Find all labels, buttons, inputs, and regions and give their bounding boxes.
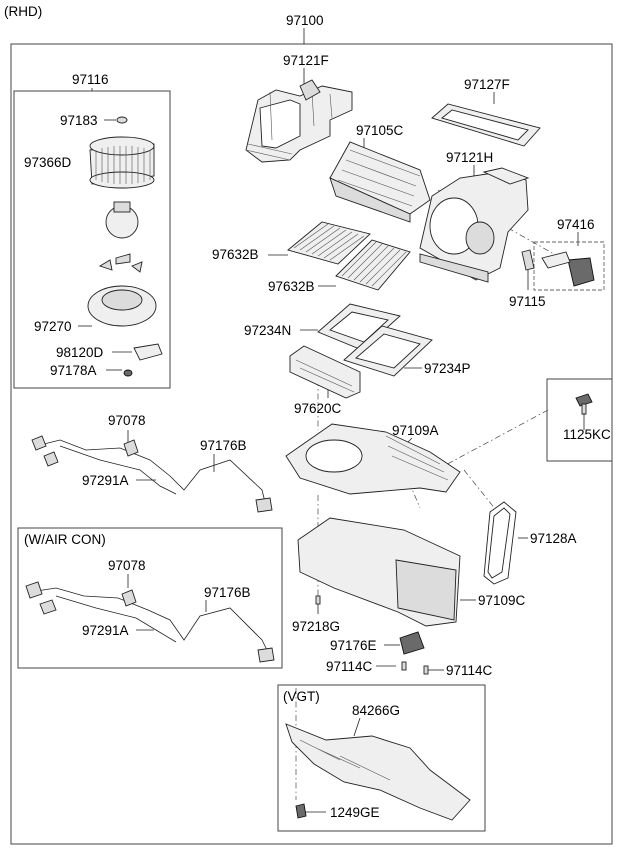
bolt-1125KC xyxy=(575,393,593,415)
part-label-97115: 97115 xyxy=(509,294,546,309)
part-label-97620C: 97620C xyxy=(294,401,342,416)
seal-97127F xyxy=(431,103,541,147)
part-label-97183: 97183 xyxy=(60,113,98,128)
part-label-97291A-b: 97291A xyxy=(82,623,129,638)
lever-97115 xyxy=(521,249,535,271)
blower-case-upper-97109A xyxy=(285,423,461,495)
part-label-1125KC: 1125KC xyxy=(563,427,611,442)
part-label-97114C-b: 97114C xyxy=(446,663,493,678)
variant-label: (RHD) xyxy=(4,4,42,19)
part-label-97234P: 97234P xyxy=(424,361,471,376)
harness-2 xyxy=(25,581,275,663)
part-label-97105C: 97105C xyxy=(356,123,404,138)
screws xyxy=(315,595,429,675)
assembly-lines xyxy=(295,189,569,800)
bolt-1249GE xyxy=(295,803,307,819)
part-label-97366D: 97366D xyxy=(24,155,72,170)
frame-97234N xyxy=(317,303,401,351)
part-label-97176B-a: 97176B xyxy=(200,438,247,453)
part-label-97109A: 97109A xyxy=(392,423,439,438)
part-label-97109C: 97109C xyxy=(478,593,526,608)
part-label-1249GE: 1249GE xyxy=(330,805,380,820)
fan-group-box xyxy=(13,90,171,389)
resistor-97176E xyxy=(399,631,425,655)
part-label-97078-a: 97078 xyxy=(108,413,146,428)
group-label-vgt: (VGT) xyxy=(283,689,320,704)
part-label-97078-b: 97078 xyxy=(108,558,146,573)
part-label-98120D: 98120D xyxy=(56,345,104,360)
part-label-97178A: 97178A xyxy=(50,363,97,378)
blower-parts-97116 xyxy=(87,116,163,377)
actuator-97416 xyxy=(533,241,605,291)
air-con-group-box xyxy=(17,527,283,669)
part-label-97121F: 97121F xyxy=(283,53,329,68)
part-label-97121H: 97121H xyxy=(446,150,493,165)
part-label-97218G: 97218G xyxy=(292,619,340,634)
filter-97632B-b xyxy=(335,239,411,291)
part-label-97270: 97270 xyxy=(34,319,72,334)
duct-84266G xyxy=(285,723,471,821)
assembly-number-label: 97100 xyxy=(286,13,324,28)
part-label-97176E: 97176E xyxy=(330,638,377,653)
part-label-97234N: 97234N xyxy=(244,323,291,338)
part-label-97632B-b: 97632B xyxy=(268,279,315,294)
tray-97620C xyxy=(289,345,361,399)
group-label-air-con: (W/AIR CON) xyxy=(24,532,106,547)
part-label-97127F: 97127F xyxy=(464,77,510,92)
harness-1 xyxy=(31,435,273,513)
bolt-callout-box xyxy=(546,378,613,462)
frame-97234P xyxy=(343,325,433,377)
part-label-97176B-b: 97176B xyxy=(204,585,251,600)
part-label-97632B-a: 97632B xyxy=(212,247,259,262)
part-label-97416: 97416 xyxy=(557,217,595,232)
heater-core-97105C xyxy=(329,141,431,223)
vgt-group-box xyxy=(277,684,486,832)
filter-97632B-a xyxy=(287,221,371,265)
part-label-84266G: 84266G xyxy=(352,703,400,718)
intake-housing-97121H xyxy=(419,167,530,283)
upper-case-97121F xyxy=(245,79,353,163)
seal-97128A xyxy=(483,501,517,585)
blower-case-lower-97109C xyxy=(297,517,461,627)
group-label-97116: 97116 xyxy=(72,72,109,87)
part-label-97291A-a: 97291A xyxy=(82,473,129,488)
part-label-97128A: 97128A xyxy=(530,531,577,546)
part-label-97114C-a: 97114C xyxy=(326,659,373,674)
